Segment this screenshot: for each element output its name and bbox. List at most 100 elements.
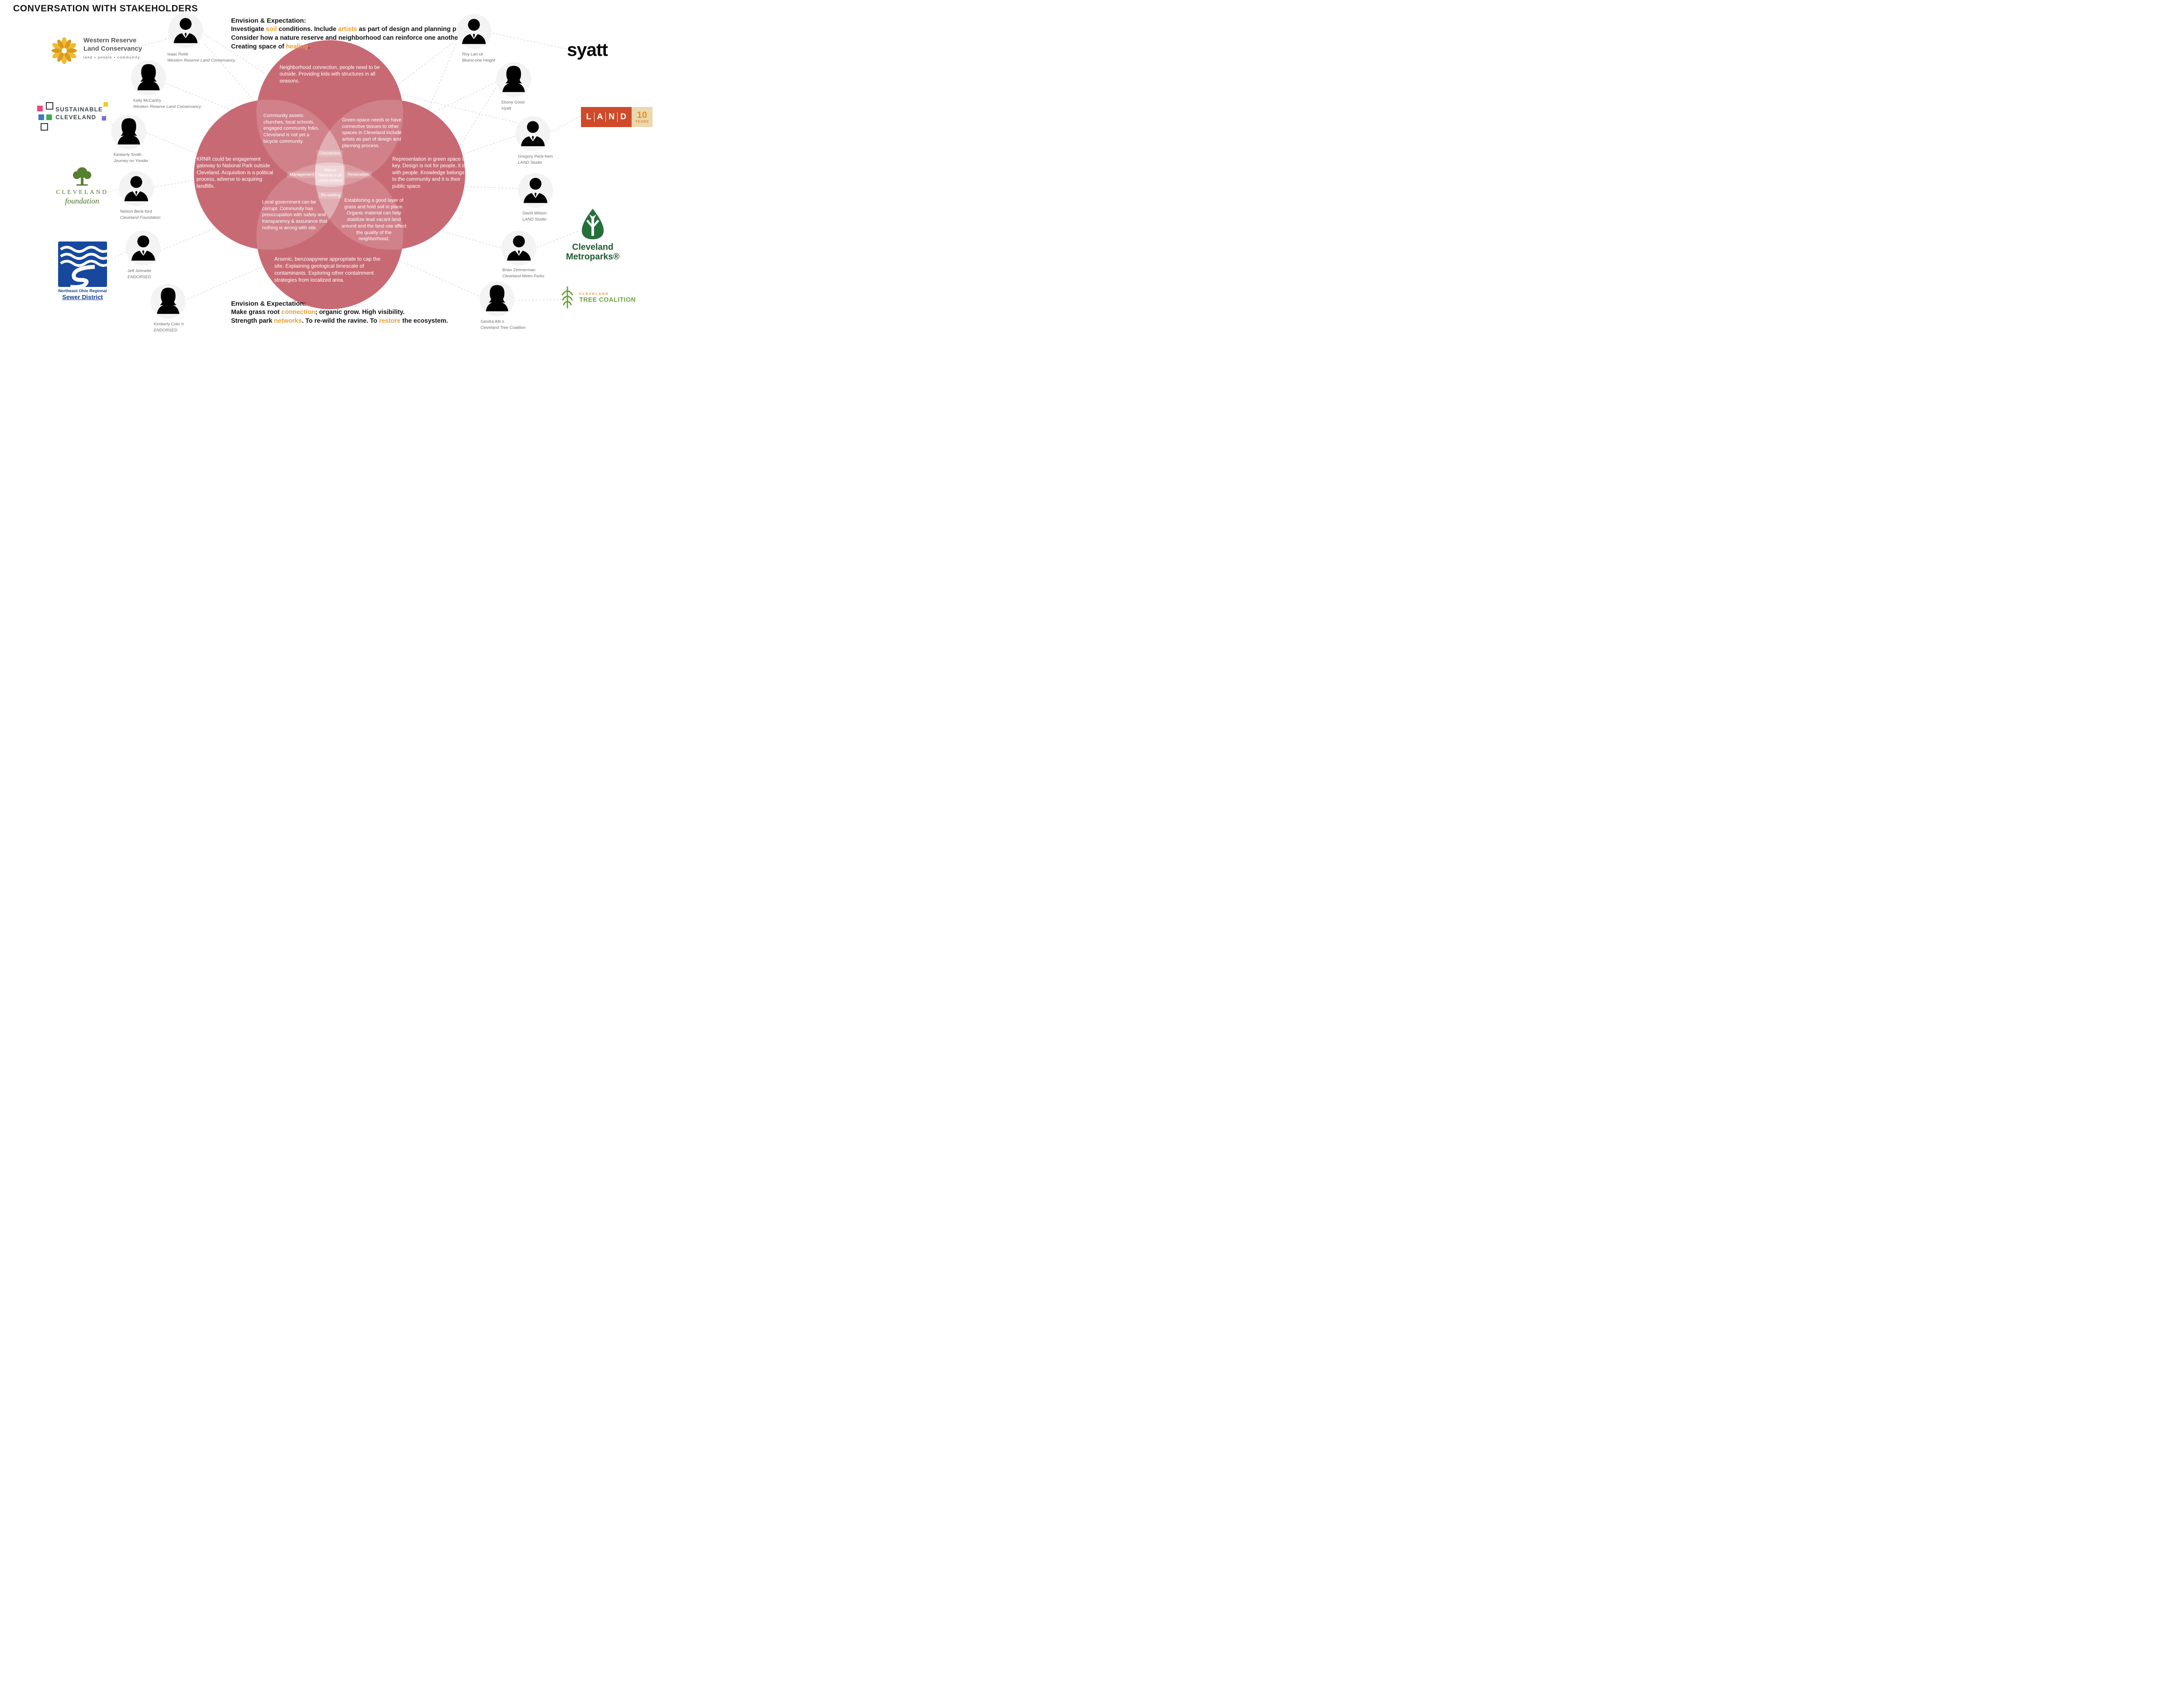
coalition-text-line1: CLEVELAND xyxy=(579,291,609,296)
logo-sustainable-cleveland: SUSTAINABLE CLEVELAND xyxy=(37,101,124,132)
avatar-sandra-albo xyxy=(480,281,515,316)
avatar-roy-larick xyxy=(456,14,491,49)
sewer-text-line1: Northeast Ohio Regional xyxy=(58,289,107,293)
venn-text-left: KRNR could be engagement gateway to Nati… xyxy=(197,157,273,189)
sewer-text-line2: Sewer District xyxy=(62,293,103,300)
stakeholder-org: LAND Studio xyxy=(522,217,546,222)
person-silhouette-icon xyxy=(501,231,536,266)
wrlc-tagline: land • people • community xyxy=(83,55,140,59)
envision-bottom-line-1: Make grass root connection; organic grow… xyxy=(231,309,405,316)
metroparks-text-line1: Cleveland xyxy=(572,242,614,252)
venn-text-top-right: Green-space needs to have connective tis… xyxy=(342,117,402,148)
person-silhouette-icon xyxy=(126,231,161,266)
avatar-nelson-beck-ford xyxy=(119,171,154,206)
stakeholder-name: Sandra Alb o xyxy=(480,319,505,324)
sewer-waves-icon xyxy=(58,241,107,287)
envision-expectation-bottom: Envision & Expectation: Make grass root … xyxy=(231,300,480,326)
stakeholder-org: ENDORSED xyxy=(154,328,177,333)
sc-square-outline-1 xyxy=(46,102,53,110)
logo-syatt: syatt xyxy=(567,39,608,60)
stakeholder-label-brian-zimmerman: Brian Zimmerman Cleveland Metro Parks xyxy=(502,267,577,279)
person-silhouette-icon xyxy=(518,173,553,208)
stakeholder-org: Journey on Yonder xyxy=(114,158,149,163)
land-letter: N xyxy=(605,112,617,122)
stakeholder-name: Kelly McCarthy xyxy=(133,98,161,103)
sc-square-outline-2 xyxy=(41,123,48,131)
venn-label-restoration: Restoration xyxy=(345,171,372,178)
stakeholder-org: Western Reserve Land Conservancy xyxy=(167,58,235,63)
envision-expectation-top: Envision & Expectation: Investigate soil… xyxy=(231,17,480,52)
stakeholder-org: Bluest-one Height xyxy=(462,58,495,63)
connector-lines xyxy=(105,33,581,301)
stakeholder-name: Gregory Peck-hem xyxy=(518,154,553,159)
person-silhouette-icon xyxy=(119,171,154,206)
stakeholder-name: Brian Zimmerman xyxy=(502,268,536,273)
logo-western-reserve-land-conservancy: Western Reserve Land Conservancy land • … xyxy=(50,37,142,65)
person-silhouette-icon xyxy=(480,281,515,316)
stakeholder-org: Cleveland Foundation xyxy=(120,215,161,220)
envision-bottom-line-2: Strength park networks. To re-wild the r… xyxy=(231,317,448,325)
sc-square-pink xyxy=(37,106,43,111)
metroparks-tree-icon xyxy=(582,209,604,239)
venn-text-bottom: Arsenic, benzoapyrene appropriate to cap… xyxy=(274,256,380,283)
page-title: CONVERSATION WITH STAKEHOLDERS xyxy=(13,3,198,14)
sewer-waves-svg xyxy=(60,246,107,287)
stakeholder-label-kelly-mccarthy: Kelly McCarthy Western Reserve Land Cons… xyxy=(133,98,207,110)
stakeholder-org: ENDORSED xyxy=(128,274,151,279)
venn-label-center: Nature Reserve in an urban context xyxy=(315,166,345,185)
land-letter: A xyxy=(594,112,606,122)
person-silhouette-icon xyxy=(131,60,166,95)
envision-top-line-1: Investigate soil conditions. Include art… xyxy=(231,26,479,33)
venn-label-connection: Connection xyxy=(316,150,343,157)
venn-diagram xyxy=(194,40,465,309)
envision-top-line-3: Creating space of healing. xyxy=(231,43,310,50)
logo-cleveland-tree-coalition: CLEVELAND TREE COALITION xyxy=(560,285,636,310)
cf-text-line1: CLEVELAND xyxy=(56,189,108,196)
stakeholder-map: CONVERSATION WITH STAKEHOLDERS xyxy=(0,0,692,338)
cf-text-line2: foundation xyxy=(65,197,99,205)
stakeholder-name: Roy Lari-ck xyxy=(462,52,484,57)
stakeholder-name: Ebony Good xyxy=(501,100,525,105)
sc-text-line1: SUSTAINABLE xyxy=(55,106,103,113)
stakeholder-label-nelson-beck-ford: Nelson Beck-ford Cleveland Foundation xyxy=(120,209,194,221)
envision-top-line-2: Consider how a nature reserve and neighb… xyxy=(231,34,462,42)
venn-text-top-left: Community assets: churches, local school… xyxy=(263,113,319,144)
person-silhouette-icon xyxy=(168,13,203,48)
venn-label-rewilding: Re-wilding xyxy=(318,192,343,199)
sc-square-purple xyxy=(102,116,106,121)
stakeholder-label-jeff-johnette: Jeff Johnette ENDORSED xyxy=(128,268,202,280)
venn-text-bottom-right: Establishing a good layer of grass and h… xyxy=(341,198,407,242)
stakeholder-org: Cleveland Tree Coalition xyxy=(480,325,526,330)
avatar-isaac-robb xyxy=(168,13,203,48)
stakeholder-org: Western Reserve Land Conservancy xyxy=(133,104,201,109)
stakeholder-name: Kimberly Colic h xyxy=(154,322,184,327)
stakeholder-org: LAND Studio xyxy=(518,160,542,165)
coalition-text-line2: TREE COALITION xyxy=(579,296,636,304)
sc-square-green xyxy=(46,114,52,120)
avatar-kimberly-colich xyxy=(151,284,186,319)
envision-top-heading: Envision & Expectation: xyxy=(231,17,306,24)
logo-cleveland-foundation: CLEVELAND foundation xyxy=(52,166,113,206)
wrlc-sunburst-icon xyxy=(52,37,77,64)
avatar-david-wilson xyxy=(518,173,553,208)
person-silhouette-icon xyxy=(496,62,531,97)
stakeholder-label-sandra-albo: Sandra Alb o Cleveland Tree Coalition xyxy=(480,319,555,331)
stakeholder-label-kimberly-smith: Kimberly Smith Journey on Yonder xyxy=(114,152,188,164)
stakeholder-label-isaac-robb: Isaac Robb Western Reserve Land Conserva… xyxy=(167,52,242,64)
envision-bottom-heading: Envision & Expectation: xyxy=(231,300,306,307)
wrlc-name-line1: Western Reserve xyxy=(83,37,137,44)
logo-land-studio-10-years: L A N D 10 YEARS xyxy=(581,107,653,127)
stakeholder-label-kimberly-colich: Kimberly Colic h ENDORSED xyxy=(154,321,228,334)
stakeholder-label-david-wilson: David Wilson LAND Studio xyxy=(522,210,597,223)
avatar-kimberly-smith xyxy=(111,114,146,149)
logo-sewer-district: Northeast Ohio Regional Sewer District xyxy=(58,241,107,300)
person-silhouette-icon xyxy=(151,284,186,319)
stakeholder-label-roy-larick: Roy Lari-ck Bluest-one Height xyxy=(462,52,536,64)
stakeholder-name: Jeff Johnette xyxy=(128,269,152,273)
logo-cleveland-metroparks: Cleveland Metroparks® xyxy=(560,208,625,262)
sc-square-blue xyxy=(38,114,44,120)
venn-text-top: Neighborhood connection, people need to … xyxy=(280,65,380,84)
sc-square-yellow xyxy=(104,102,108,107)
stakeholder-org: Cleveland Metro Parks xyxy=(502,273,545,279)
wrlc-name-line2: Land Conservancy xyxy=(83,45,142,52)
